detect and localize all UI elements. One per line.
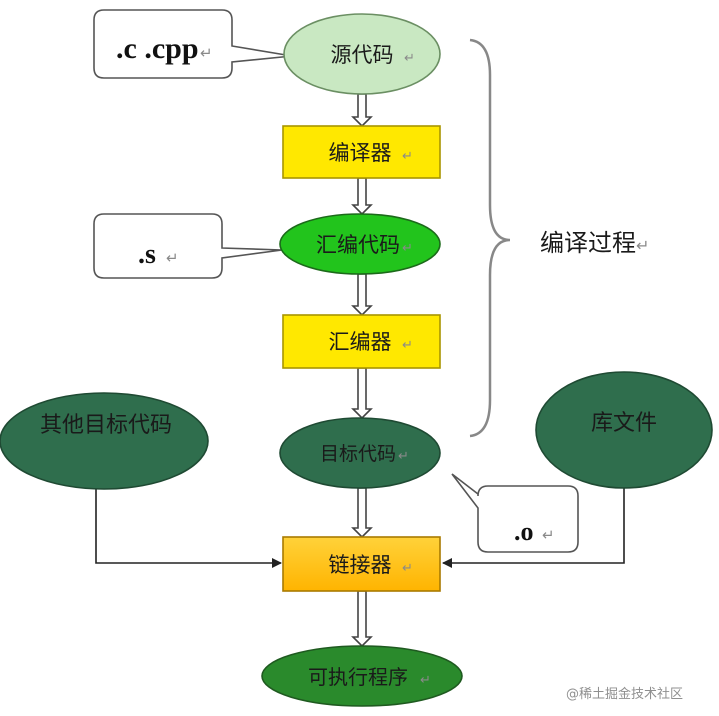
paragraph-mark: ↵: [404, 51, 415, 66]
library-to-linker-line: [442, 488, 625, 568]
side-lines: [95, 488, 625, 568]
watermark: @稀土掘金技术社区: [566, 686, 683, 702]
arrow-assembler-to-object: [351, 367, 373, 420]
callout-assembly-ext: .s ↵: [93, 213, 283, 279]
paragraph-mark: ↵: [402, 149, 413, 164]
arrow-assembly-to-assembler: [351, 273, 373, 317]
paragraph-mark: ↵: [420, 673, 431, 688]
source-ext-text: .c .cpp: [116, 32, 199, 65]
node-assembler: 汇编器 ↵: [282, 314, 441, 369]
arrow-object-to-linker: [351, 487, 373, 539]
node-library-files: 库文件: [535, 371, 713, 489]
paragraph-mark: ↵: [166, 249, 179, 267]
object-ext-text: .o: [514, 517, 534, 546]
assembly-code-label: 汇编代码: [316, 233, 400, 257]
node-linker: 链接器 ↵: [282, 536, 441, 592]
flow-arrows: [351, 93, 373, 648]
paragraph-mark: ↵: [636, 236, 649, 255]
library-files-label: 库文件: [591, 411, 657, 436]
node-compiler: 编译器 ↵: [282, 125, 441, 179]
paragraph-mark: ↵: [398, 449, 409, 464]
arrow-compiler-to-assembly: [351, 177, 373, 216]
linker-label: 链接器: [329, 553, 392, 577]
paragraph-mark: ↵: [402, 338, 413, 353]
node-assembly-code: 汇编代码 ↵: [279, 213, 441, 275]
arrow-source-to-compiler: [351, 93, 373, 128]
other-object-code-label: 其他目标代码: [40, 413, 172, 438]
other-objects-to-linker-line: [95, 489, 282, 568]
paragraph-mark: ↵: [402, 241, 413, 256]
assembler-label: 汇编器: [329, 330, 392, 354]
object-code-label: 目标代码: [320, 443, 396, 465]
paragraph-mark: ↵: [200, 44, 213, 62]
callout-source-ext: .c .cpp ↵: [93, 9, 293, 79]
compile-process-bracket: [469, 38, 511, 438]
source-code-label: 源代码: [331, 43, 394, 67]
node-executable: 可执行程序 ↵: [261, 645, 463, 707]
paragraph-mark: ↵: [402, 561, 413, 576]
compiler-label: 编译器: [329, 141, 392, 165]
node-other-object-code: 其他目标代码: [0, 392, 209, 490]
paragraph-mark: ↵: [542, 526, 555, 544]
compile-process-label: 编译过程: [540, 229, 636, 257]
node-object-code: 目标代码 ↵: [279, 417, 441, 489]
executable-label: 可执行程序: [308, 665, 408, 689]
assembly-ext-text: .s: [138, 239, 156, 270]
other-object-code-line: 其他目标代码: [40, 413, 172, 438]
arrow-linker-to-executable: [351, 590, 373, 648]
node-source-code: 源代码 ↵: [283, 13, 441, 95]
callout-object-ext: .o ↵: [451, 473, 579, 553]
